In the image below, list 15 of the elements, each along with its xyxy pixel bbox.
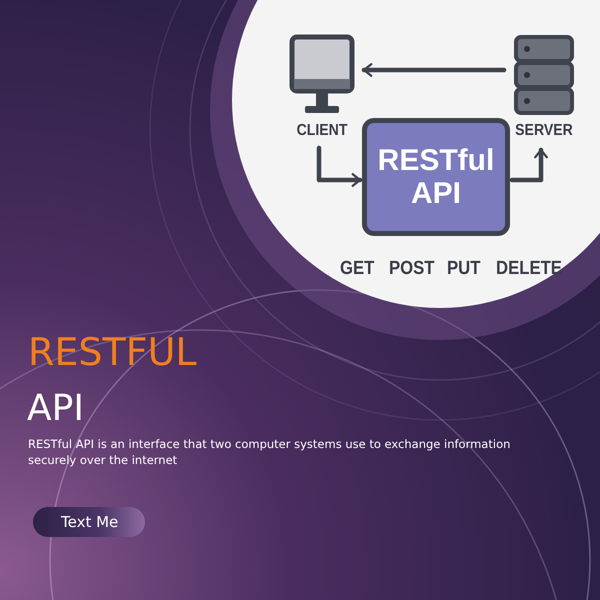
node-label: CLIENT <box>296 122 348 140</box>
subheadline: API <box>27 388 84 429</box>
arrow <box>316 146 362 187</box>
http-method: PUT <box>447 258 480 280</box>
contact-button: Text Me <box>33 507 145 537</box>
description: RESTful API is an interface that two computer systems use to exchange information securely over the internet <box>28 436 512 468</box>
node-label: SERVER <box>514 122 574 140</box>
http-method: DELETE <box>496 258 562 280</box>
box-title: RESTful API <box>376 144 496 210</box>
http-method: GET <box>340 258 374 280</box>
arrow <box>362 63 506 77</box>
headline: RESTFUL <box>28 330 197 374</box>
arrow <box>510 148 548 182</box>
http-method: POST <box>389 258 435 280</box>
process-box <box>362 118 510 236</box>
